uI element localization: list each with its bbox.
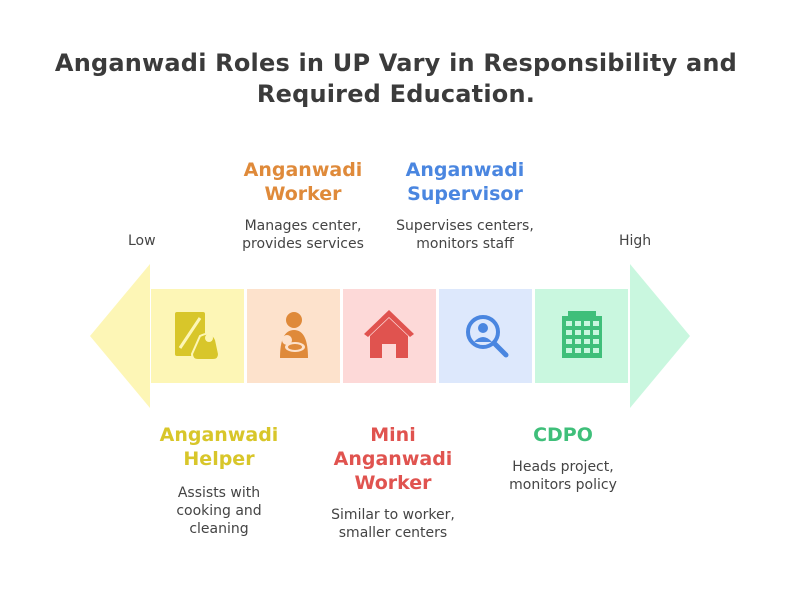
scale-high-label: High bbox=[619, 233, 652, 249]
person-search-icon bbox=[466, 315, 509, 358]
scale-low-label: Low bbox=[128, 233, 156, 249]
role-name-worker: Anganwadi Worker bbox=[218, 158, 388, 206]
role-name-mini-line3: Worker bbox=[354, 472, 432, 494]
role-name-worker-line2: Worker bbox=[264, 183, 342, 205]
role-desc-supervisor: Supervises centers, monitors staff bbox=[375, 217, 555, 253]
diagram-title: Anganwadi Roles in UP Vary in Responsibi… bbox=[0, 48, 792, 110]
role-desc-cdpo-line2: monitors policy bbox=[509, 477, 617, 493]
document-hand-icon bbox=[175, 312, 221, 361]
house-icon bbox=[364, 310, 414, 358]
role-name-worker-line1: Anganwadi bbox=[243, 159, 363, 181]
role-desc-helper-line3: cleaning bbox=[189, 521, 249, 537]
role-desc-worker-line2: provides services bbox=[242, 236, 364, 252]
role-desc-mini-line1: Similar to worker, bbox=[331, 507, 455, 523]
segment-supervisor bbox=[439, 289, 532, 383]
arrowhead-high bbox=[630, 264, 690, 408]
role-desc-cdpo-line1: Heads project, bbox=[512, 459, 614, 475]
role-name-helper-line2: Helper bbox=[183, 448, 255, 470]
role-desc-helper: Assists with cooking and cleaning bbox=[134, 484, 304, 538]
role-name-supervisor-line1: Anganwadi bbox=[405, 159, 525, 181]
role-desc-mini: Similar to worker, smaller centers bbox=[308, 506, 478, 542]
role-desc-cdpo: Heads project, monitors policy bbox=[478, 458, 648, 494]
arrowhead-low bbox=[90, 264, 150, 408]
role-desc-helper-line2: cooking and bbox=[176, 503, 262, 519]
role-desc-worker-line1: Manages center, bbox=[244, 218, 362, 234]
role-desc-supervisor-line1: Supervises centers, bbox=[396, 218, 534, 234]
title-line-2: Required Education. bbox=[256, 80, 536, 108]
role-name-cdpo: CDPO bbox=[478, 423, 648, 447]
role-desc-helper-line1: Assists with bbox=[177, 485, 261, 501]
role-name-cdpo-line1: CDPO bbox=[533, 424, 593, 446]
role-desc-worker: Manages center, provides services bbox=[218, 217, 388, 253]
role-name-mini-line1: Mini bbox=[370, 424, 416, 446]
role-name-mini: Mini Anganwadi Worker bbox=[308, 423, 478, 495]
role-name-supervisor-line2: Supervisor bbox=[407, 183, 523, 205]
role-name-helper-line1: Anganwadi bbox=[159, 424, 279, 446]
office-building-icon bbox=[562, 311, 602, 358]
caregiver-icon bbox=[280, 312, 308, 358]
role-desc-supervisor-line2: monitors staff bbox=[416, 236, 514, 252]
role-desc-mini-line2: smaller centers bbox=[338, 525, 448, 541]
role-name-helper: Anganwadi Helper bbox=[134, 423, 304, 471]
role-name-mini-line2: Anganwadi bbox=[333, 448, 453, 470]
role-name-supervisor: Anganwadi Supervisor bbox=[375, 158, 555, 206]
title-line-1: Anganwadi Roles in UP Vary in Responsibi… bbox=[54, 49, 738, 77]
